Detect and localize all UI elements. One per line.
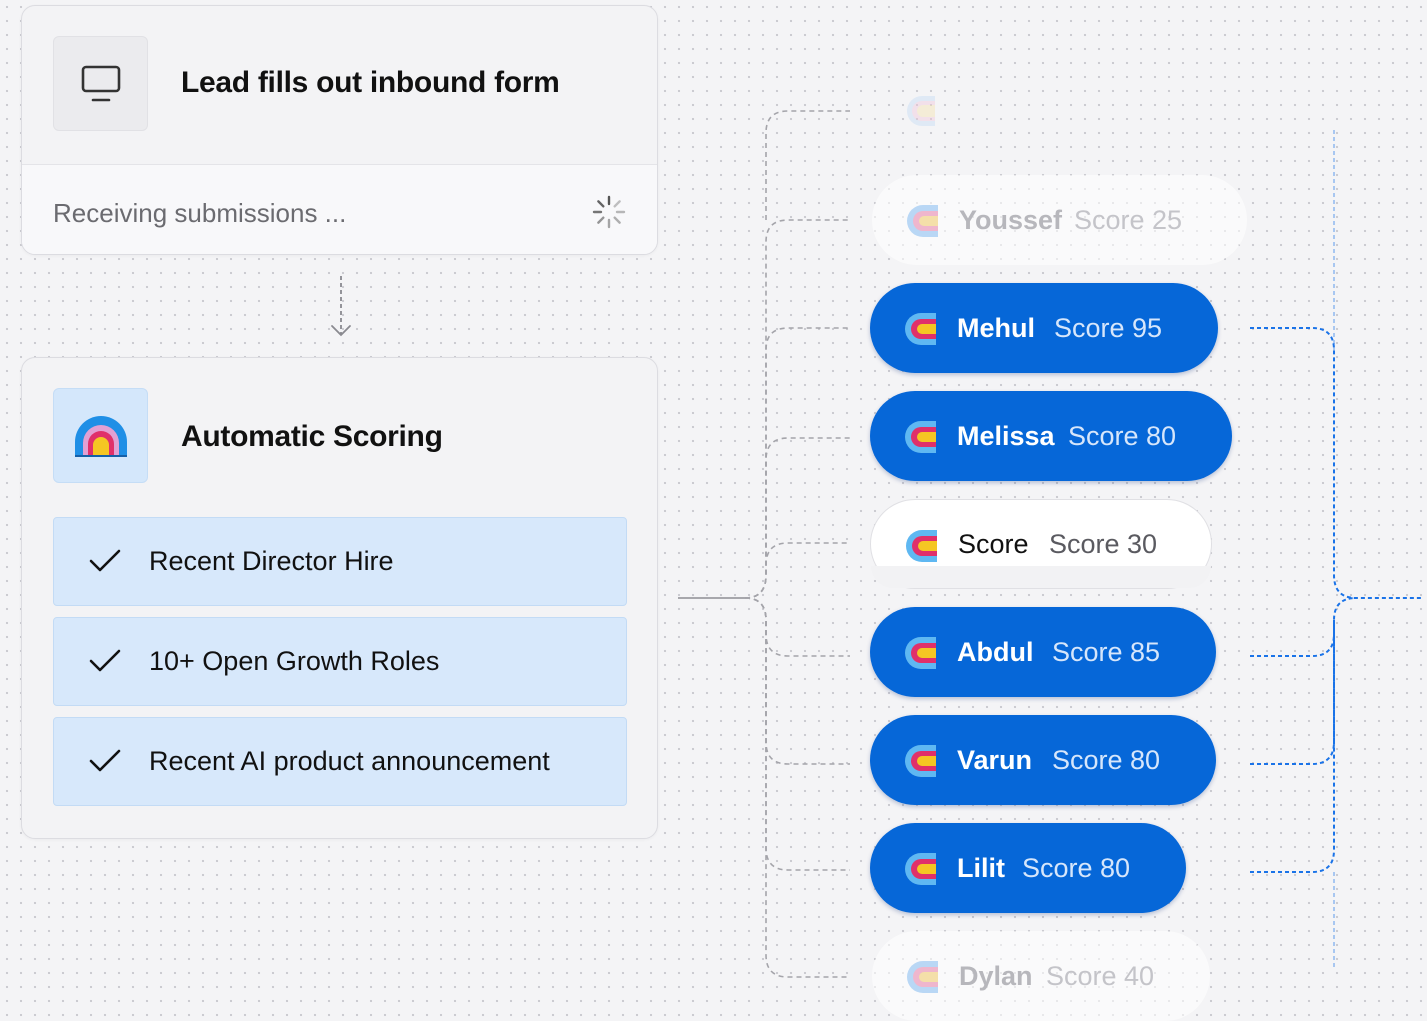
lead-score: Score 85: [1052, 636, 1161, 667]
lead-pill-mehul[interactable]: Mehul Score 95: [870, 283, 1218, 373]
lead-pill-abdul[interactable]: Abdul Score 85: [870, 607, 1216, 697]
lead-logo-icon: [905, 745, 936, 777]
lead-logo-icon: [905, 637, 936, 669]
lead-score: Score 80: [1068, 420, 1177, 451]
lead-logo-icon: [905, 853, 936, 885]
lead-logo-icon: [905, 313, 936, 345]
check-icon: [89, 749, 121, 772]
lead-logo-icon: [905, 421, 936, 453]
lead-score: Score 80: [1022, 852, 1131, 883]
lead-score: Score 95: [1054, 312, 1163, 343]
automatic-scoring-card[interactable]: Automatic Scoring Recent Director Hire 1…: [21, 357, 658, 839]
lead-name: Lilit: [957, 852, 1005, 883]
check-icon: [89, 549, 121, 572]
lead-score: Score 25: [1074, 204, 1183, 235]
lead-name: Melissa: [957, 420, 1055, 451]
lead-form-status-bar: Receiving submissions ...: [22, 164, 657, 254]
lead-score: Score 30: [1049, 528, 1158, 559]
check-icon: [89, 649, 121, 672]
lead-form-card[interactable]: Lead fills out inbound form Receiving su…: [21, 5, 658, 255]
lead-logo-icon: [907, 205, 938, 237]
criteria-label: Recent AI product announcement: [149, 746, 550, 776]
lead-name: Score: [958, 528, 1029, 559]
lead-pill-dylan[interactable]: Dylan Score 40: [872, 931, 1210, 1021]
scoring-title: Automatic Scoring: [181, 420, 443, 453]
lead-pill-melissa[interactable]: Melissa Score 80: [870, 391, 1232, 481]
lead-name: Abdul: [957, 636, 1034, 667]
lead-form-status-text: Receiving submissions ...: [53, 198, 347, 228]
criteria-label: Recent Director Hire: [149, 546, 394, 576]
lead-name: Dylan: [959, 960, 1033, 991]
criteria-item[interactable]: Recent AI product announcement: [53, 717, 627, 806]
lead-score: Score 80: [1052, 744, 1161, 775]
lead-pill-youssef[interactable]: Youssef Score 25: [872, 175, 1247, 265]
lead-name: Mehul: [957, 312, 1035, 343]
criteria-item[interactable]: Recent Director Hire: [53, 517, 627, 606]
scoring-logo-icon: [53, 388, 148, 483]
lead-form-card-header: Lead fills out inbound form: [22, 6, 657, 164]
lead-name: Youssef: [959, 204, 1063, 235]
lead-pill-varun[interactable]: Varun Score 80: [870, 715, 1216, 805]
lead-score: Score 40: [1046, 960, 1155, 991]
lead-logo-icon: [907, 961, 938, 993]
flow-down-arrow-icon: [329, 274, 353, 345]
lead-pill-score[interactable]: Score Score 30: [870, 499, 1212, 589]
loading-spinner-icon: [592, 195, 626, 234]
criteria-item[interactable]: 10+ Open Growth Roles: [53, 617, 627, 706]
lead-logo-icon: [906, 530, 937, 562]
lead-form-title: Lead fills out inbound form: [181, 66, 560, 99]
lead-name: Varun: [957, 744, 1033, 775]
lead-pill-lilit[interactable]: Lilit Score 80: [870, 823, 1186, 913]
monitor-icon: [53, 36, 148, 131]
lead-logo-icon: [905, 92, 939, 135]
criteria-label: 10+ Open Growth Roles: [149, 646, 440, 676]
